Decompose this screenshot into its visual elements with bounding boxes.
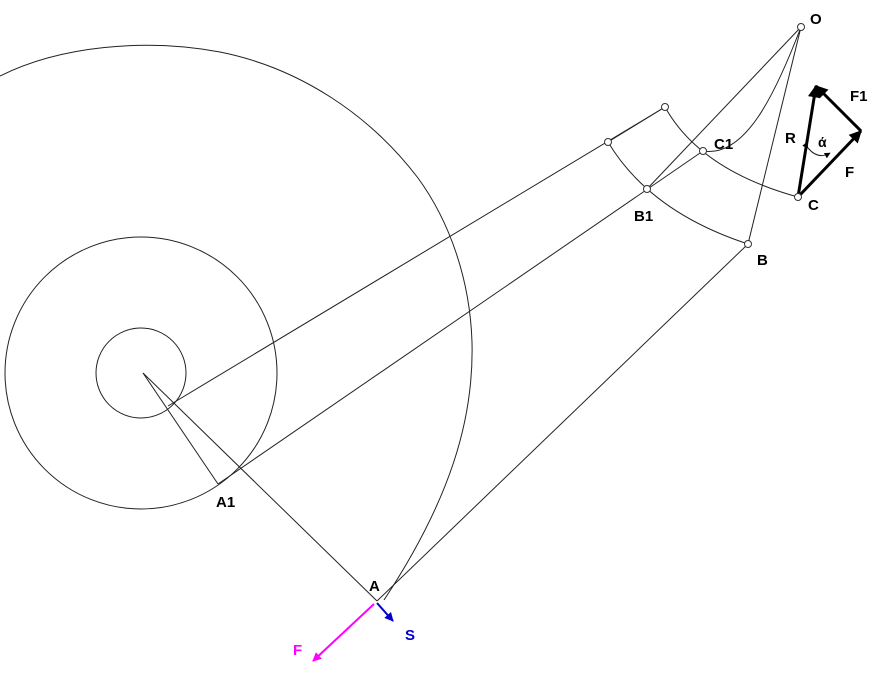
center-to-A1-line [142,372,219,485]
label-S: S [405,627,415,644]
label-C1: C1 [714,136,733,153]
B1-to-O-line [646,26,802,190]
S-force-arrow [376,602,394,622]
label-R: R [785,130,796,147]
F-force-arrow [312,603,375,662]
angle-arc [802,141,831,159]
label-F-bottom: F [293,642,302,659]
outer-arc [0,44,473,601]
label-F1: F1 [850,88,868,105]
label-B: B [757,252,768,269]
R-vector [796,84,821,198]
arc-608-to-B [607,141,749,245]
label-C: C [808,197,819,214]
label-B1: B1 [634,208,653,225]
label-alpha: ά [818,134,827,150]
small-segment-line [607,106,666,143]
node-left [604,138,612,146]
node-top-left [661,103,669,111]
O-to-C-curve [702,26,802,152]
arc-665-to-C [664,106,799,198]
label-A1: A1 [216,494,235,511]
inner-circle [95,327,187,419]
O-to-B-line [747,26,802,245]
F1-vector [814,84,863,133]
A-to-B-line [376,243,749,602]
node-B [744,240,752,248]
node-O [797,23,805,31]
node-C [794,193,802,201]
upper-long-line [167,106,666,407]
lower-long-line [217,150,704,485]
center-to-A-line [142,372,378,602]
node-B1 [643,185,651,193]
label-F-top: F [845,164,854,181]
label-O: O [810,11,822,28]
label-A: A [369,578,380,595]
middle-circle [4,236,278,510]
F-vector [796,129,863,199]
node-C1 [699,147,707,155]
